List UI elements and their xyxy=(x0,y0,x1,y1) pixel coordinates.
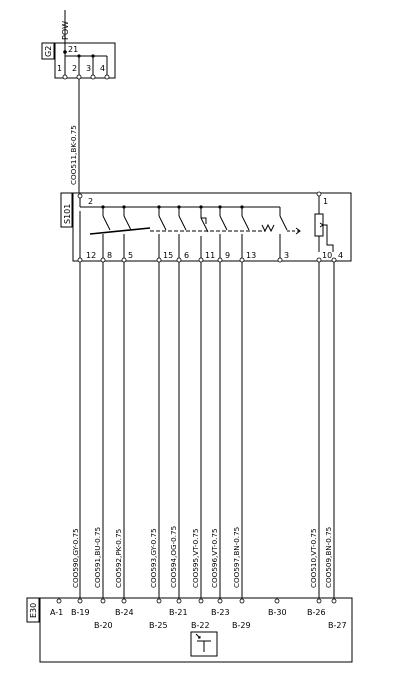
s101-pin-11-label: 11 xyxy=(205,251,215,260)
e30-pin-label-b26: B-26 xyxy=(307,608,326,617)
e30-connector: E30 A-1 B-19 B-21 B-23 B-30 B-26 B-20 B-… xyxy=(26,597,353,663)
g2-pin-1 xyxy=(62,74,68,80)
harness-wires: COO590,GY-0.75 COO591,BU-0.75 COO592,PK-… xyxy=(71,262,335,598)
s101-pin-3-label: 3 xyxy=(284,251,289,260)
e30-pin-b22 xyxy=(198,598,204,604)
g2-tag: G2 xyxy=(44,46,53,57)
s101-contact-13 xyxy=(241,215,250,231)
s101-contact-11 xyxy=(200,217,209,233)
e30-pin-label-b30: B-30 xyxy=(268,608,287,617)
e30-pin-label-b21: B-21 xyxy=(169,608,188,617)
e30-tag: E30 xyxy=(29,603,38,618)
e30-pin-b29 xyxy=(239,598,245,604)
s101-pin-6-label: 6 xyxy=(184,251,189,260)
s101-pin-4 xyxy=(331,257,337,263)
g2-pin-2 xyxy=(76,74,82,80)
e30-pin-b27 xyxy=(331,598,337,604)
e30-pin-label-b19: B-19 xyxy=(71,608,90,617)
s101-pin-13-label: 13 xyxy=(246,251,256,260)
e30-pin-b25 xyxy=(156,598,162,604)
e30-pin-label-b20: B-20 xyxy=(94,621,113,630)
s101-pin-9-label: 9 xyxy=(225,251,230,260)
s101-actuator-bar xyxy=(89,227,151,235)
s101-switch: S101 2 1 xyxy=(60,191,352,263)
s101-pin-5-label: 5 xyxy=(128,251,133,260)
g2-box xyxy=(54,42,116,79)
wire-label-coo510: COO510,VT-0.75 xyxy=(309,528,318,588)
s101-pin-5 xyxy=(121,257,127,263)
e30-pin-label-a1: A-1 xyxy=(50,608,63,617)
s101-pin-9 xyxy=(217,257,223,263)
s101-pin-3 xyxy=(277,257,283,263)
e30-pin-label-b24: B-24 xyxy=(115,608,134,617)
s101-tag-box xyxy=(60,192,73,228)
e30-pin-a1 xyxy=(56,598,62,604)
e30-pin-b24 xyxy=(121,598,127,604)
s101-pin-6 xyxy=(176,257,182,263)
s101-pin-2 xyxy=(77,193,83,199)
s101-contact-9 xyxy=(219,215,228,231)
wire-label-coo590: COO590,GY-0.75 xyxy=(71,528,80,588)
s101-box xyxy=(72,192,352,262)
s101-detent-symbol xyxy=(261,223,275,233)
s101-pin-1 xyxy=(316,191,322,197)
e30-pin-label-b22: B-22 xyxy=(191,621,210,630)
g2-pin-4 xyxy=(104,74,110,80)
g2-tag-box xyxy=(41,42,55,60)
s101-pin-4-label: 4 xyxy=(338,251,343,260)
s101-contact-3 xyxy=(279,215,288,231)
s101-contact-8 xyxy=(102,215,111,231)
s101-pin-11 xyxy=(198,257,204,263)
s101-pin-1-label: 1 xyxy=(323,197,328,206)
g2-pin-1-label: 1 xyxy=(57,64,62,73)
g2-connector: G2 21 1 2 3 4 xyxy=(41,42,116,80)
e30-pin-b26 xyxy=(316,598,322,604)
wire-label-coo593: COO593,GY-0.75 xyxy=(149,528,158,588)
wire-label-coo509: COO509,BN-0.75 xyxy=(324,527,333,588)
e30-pin-b23 xyxy=(217,598,223,604)
s101-rheostat xyxy=(314,213,324,237)
e30-pin-b20 xyxy=(100,598,106,604)
s101-pin-12-label: 12 xyxy=(86,251,96,260)
wire-label-coo592: COO592,PK-0.75 xyxy=(114,529,123,588)
s101-pin-12 xyxy=(77,257,83,263)
s101-wiper xyxy=(323,224,334,252)
wire-label-coo595: COO595,VT-0.75 xyxy=(191,528,200,588)
e30-pin-b19 xyxy=(77,598,83,604)
wire-label-coo596: COO596,VT-0.75 xyxy=(210,528,219,588)
g2-pin-3 xyxy=(90,74,96,80)
e30-pin-label-b23: B-23 xyxy=(211,608,230,617)
s101-pin-10 xyxy=(316,257,322,263)
s101-pin-8 xyxy=(100,257,106,263)
s101-pin-10-label: 10 xyxy=(322,251,332,260)
e30-pin-label-b27: B-27 xyxy=(328,621,347,630)
e30-pin-label-b25: B-25 xyxy=(149,621,168,630)
e30-pin-b30 xyxy=(274,598,280,604)
wire-main-label: COO511,BK-0.75 xyxy=(69,125,78,185)
e30-pin-label-b29: B-29 xyxy=(232,621,251,630)
wire-label-coo597: COO597,BN-0.75 xyxy=(232,527,241,588)
g2-pin-top-label: 21 xyxy=(68,45,78,54)
e30-tag-box xyxy=(26,597,40,623)
g2-pin-3-label: 3 xyxy=(86,64,91,73)
s101-pin-15-label: 15 xyxy=(163,251,173,260)
s101-pin-15 xyxy=(156,257,162,263)
g2-pin-4-label: 4 xyxy=(100,64,105,73)
s101-pin-8-label: 8 xyxy=(107,251,112,260)
s101-pin-2-label: 2 xyxy=(88,197,93,206)
s101-contact-6 xyxy=(178,215,187,231)
e30-box xyxy=(39,597,353,663)
s101-pin-13 xyxy=(239,257,245,263)
wire-label-coo594: COO594,OG-0.75 xyxy=(169,526,178,588)
g2-pin-2-label: 2 xyxy=(72,64,77,73)
e30-lamp-symbol xyxy=(190,631,218,657)
wire-label-coo591: COO591,BU-0.75 xyxy=(93,527,102,588)
e30-pin-b21 xyxy=(176,598,182,604)
s101-contact-5 xyxy=(123,215,132,231)
s101-contact-15 xyxy=(158,215,167,231)
s101-tag: S101 xyxy=(63,204,72,224)
